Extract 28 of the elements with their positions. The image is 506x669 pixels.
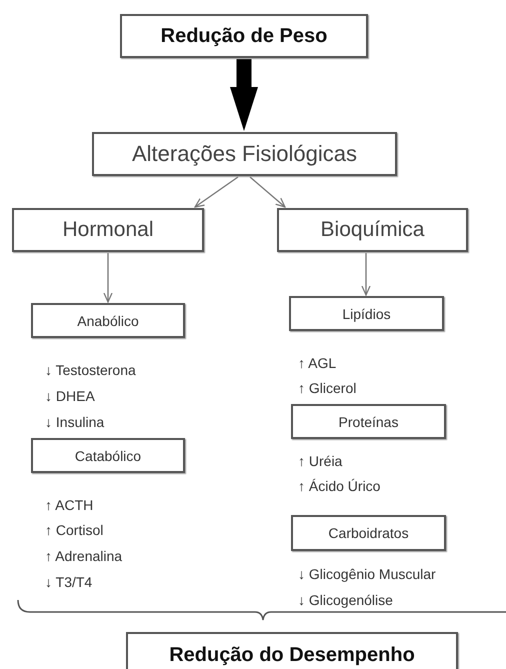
list-item: ↓ Insulina (45, 414, 104, 430)
list-item: ↓ Glicogênio Muscular (298, 566, 436, 582)
list-item: ↑ Glicerol (298, 380, 356, 396)
process-box: Catabólico (31, 438, 185, 473)
list-item: ↑ Cortisol (45, 522, 104, 538)
process-box: Redução de Peso (120, 14, 368, 58)
arrow (194, 176, 238, 208)
process-box: Lipídios (289, 296, 444, 331)
process-box: Anabólico (31, 303, 185, 338)
list-item: ↓ T3/T4 (45, 574, 92, 590)
process-box: Redução do Desempenho (126, 632, 458, 669)
list-item: ↑ ACTH (45, 497, 94, 513)
process-box: Bioquímica (277, 208, 468, 252)
list-item: ↑ Adrenalina (45, 548, 122, 564)
list-item: ↓ DHEA (45, 388, 95, 404)
process-box: Hormonal (12, 208, 204, 252)
process-box: Alterações Fisiológicas (92, 132, 397, 176)
process-box: Carboidratos (291, 515, 446, 551)
list-item: ↓ Testosterona (45, 362, 136, 378)
arrow (361, 253, 371, 296)
process-box: Proteínas (291, 404, 446, 439)
arrow (250, 176, 286, 208)
arrow (103, 253, 113, 303)
block-arrow (230, 59, 258, 131)
list-item: ↑ AGL (298, 355, 336, 371)
list-item: ↑ Uréia (298, 453, 342, 469)
list-item: ↓ Glicogenólise (298, 592, 393, 608)
list-item: ↑ Ácido Úrico (298, 478, 380, 494)
